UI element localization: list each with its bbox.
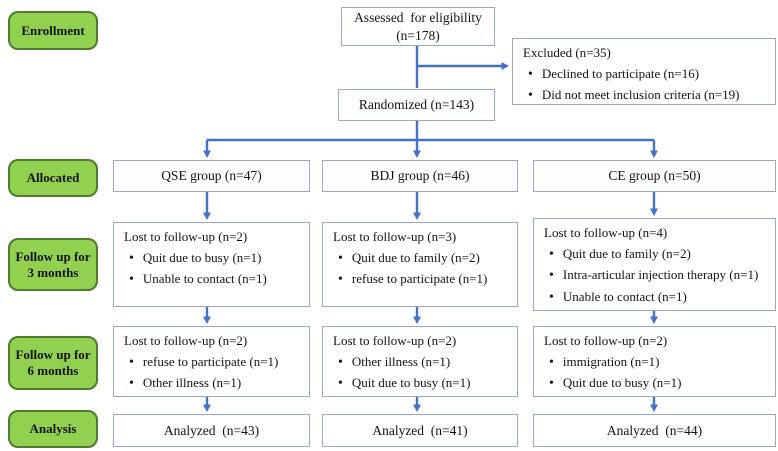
assessed-eligibility-box: Assessed for eligibility (n=178) [341,7,495,46]
stage-label-allocated: Allocated [8,159,98,197]
analyzed-label: Analyzed (n=43) [163,422,260,438]
lost-title: Lost to follow-up (n=2) [124,229,248,244]
lost-reason-text: Quit due to busy (n=1) [351,375,471,390]
analyzed-label: Analyzed (n=41) [372,422,468,438]
lost-reason: Unable to contact (n=1) [122,269,305,291]
lost-reason: refuse to participate (n=1) [122,352,305,374]
excluded-reason-text: Did not meet inclusion criteria (n=19) [541,87,740,102]
analyzed-box-qse: Analyzed (n=43) [113,414,310,447]
lost-reason: Unable to contact (n=1) [542,287,771,309]
lost-reason: Quit due to family (n=2) [331,248,513,270]
group-box-ce: CE group (n=50) [533,160,776,192]
lost-reason-text: immigration (n=1) [562,353,660,369]
excluded-reason: Did not meet inclusion criteria (n=19) [521,85,771,107]
analyzed-label: Analyzed (n=44) [606,422,703,438]
randomized-text: Randomized (n=143) [358,97,475,113]
assessed-n: (n=178) [396,27,440,43]
lost-reason-text: Other illness (n=1) [351,353,451,369]
group-label: QSE group (n=47) [161,168,262,184]
stage-label-followup-3-months: Follow up for 3 months [8,238,98,291]
lost-reason-text: Quit due to family (n=2) [351,249,480,265]
lost-title: Lost to follow-up (n=4) [544,225,668,240]
excluded-reason: Declined to participate (n=16) [521,64,771,86]
group-label: CE group (n=50) [608,168,701,184]
lost-reason: Quit due to busy (n=1) [122,248,305,270]
stage-label-analysis: Analysis [8,410,98,448]
group-box-bdj: BDJ group (n=46) [322,160,518,192]
lost-reason: Quit due to busy (n=1) [542,373,771,395]
followup3-box-qse: Lost to follow-up (n=2) Quit due to busy… [113,222,310,307]
lost-title: Lost to follow-up (n=2) [124,333,248,348]
lost-reason-text: Unable to contact (n=1) [562,288,687,304]
followup6-box-ce: Lost to follow-up (n=2) immigration (n=1… [533,326,776,397]
followup6-box-qse: Lost to follow-up (n=2) refuse to partic… [113,326,310,397]
assessed-title: Assessed for eligibility [354,9,482,25]
followup3-box-bdj: Lost to follow-up (n=3) Quit due to fami… [322,222,518,307]
stage-label-enrollment: Enrollment [8,11,98,50]
lost-reason: Intra-articular injection therapy (n=1) [542,265,771,287]
lost-reason: Other illness (n=1) [331,352,513,374]
excluded-reason-text: Declined to participate (n=16) [541,65,700,81]
analyzed-box-bdj: Analyzed (n=41) [322,414,518,447]
followup3-box-ce: Lost to follow-up (n=4) Quit due to fami… [533,218,776,311]
lost-reason: immigration (n=1) [542,352,771,374]
lost-reason-text: Quit due to busy (n=1) [562,375,682,390]
lost-title: Lost to follow-up (n=2) [544,333,668,348]
lost-reason: Other illness (n=1) [122,373,305,395]
analyzed-box-ce: Analyzed (n=44) [533,414,776,447]
lost-reason-text: Quit due to family (n=2) [562,245,691,261]
excluded-box: Excluded (n=35) Declined to participate … [512,38,776,105]
group-box-qse: QSE group (n=47) [113,160,310,192]
lost-reason-text: refuse to participate (n=1) [351,271,488,286]
lost-reason-text: Unable to contact (n=1) [142,271,267,286]
lost-reason: Quit due to family (n=2) [542,244,771,266]
lost-reason-text: Other illness (n=1) [142,375,242,390]
lost-reason: refuse to participate (n=1) [331,269,513,291]
lost-reason: Quit due to busy (n=1) [331,373,513,395]
stage-label-followup-6-months: Follow up for 6 months [8,336,98,390]
followup6-box-bdj: Lost to follow-up (n=2) Other illness (n… [322,326,518,397]
lost-title: Lost to follow-up (n=2) [333,333,457,348]
lost-title: Lost to follow-up (n=3) [333,229,457,244]
lost-reason-text: Quit due to busy (n=1) [142,249,262,265]
randomized-box: Randomized (n=143) [338,89,495,121]
group-label: BDJ group (n=46) [370,168,470,184]
excluded-title: Excluded (n=35) [523,45,611,60]
lost-reason-text: refuse to participate (n=1) [142,353,279,369]
lost-reason-text: Intra-articular injection therapy (n=1) [562,267,759,282]
